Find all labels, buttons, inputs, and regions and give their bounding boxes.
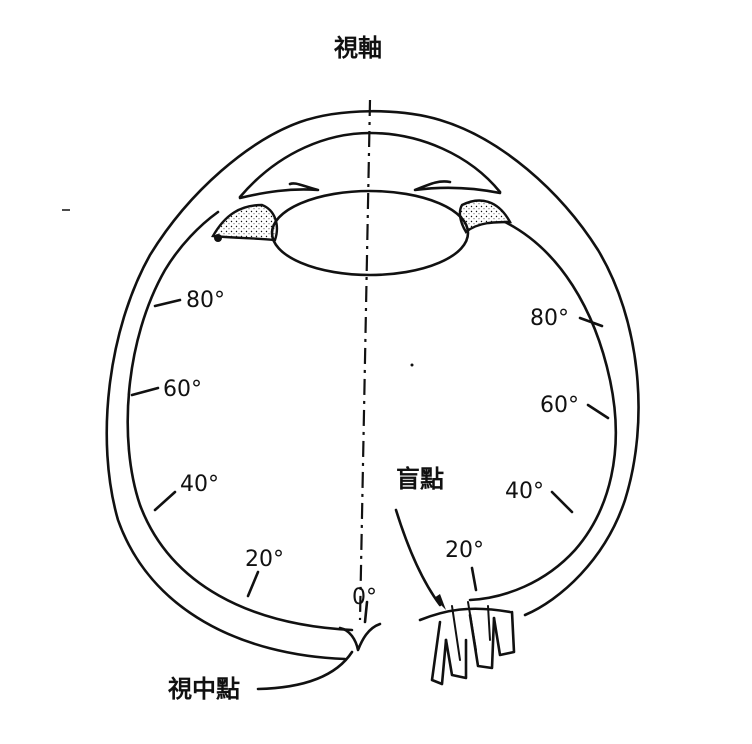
fovea-dip (338, 622, 382, 652)
sclera-outer (105, 109, 640, 661)
speck-2 (410, 363, 414, 367)
degree-label-left-20: 20° (245, 547, 284, 572)
degree-label-left-40: 40° (180, 472, 219, 497)
visual-axis-line (358, 99, 372, 621)
sclera-inner-right (468, 220, 618, 602)
iris-left (238, 182, 320, 200)
sclera-inner (126, 210, 354, 632)
ciliary-body-left (211, 203, 279, 242)
degree-label-right-60: 60° (540, 393, 579, 418)
degree-label-right-40: 40° (505, 479, 544, 504)
lens (270, 189, 470, 277)
visual-axis-label: 視軸 (333, 34, 382, 62)
ciliary-dot (214, 234, 222, 242)
blind-spot-pointer (394, 508, 442, 607)
optic-nerve (418, 601, 516, 686)
iris-right (413, 180, 502, 195)
degree-label-left-60: 60° (163, 377, 202, 402)
degree-label-center-0: 0° (352, 585, 377, 610)
blind-spot-arrowhead (434, 594, 446, 610)
fovea-label: 視中點 (167, 675, 240, 703)
degree-label-right-80: 80° (530, 306, 569, 331)
fovea-pointer (256, 650, 354, 691)
degree-label-right-20: 20° (445, 538, 484, 563)
blind-spot-label: 盲點 (396, 465, 444, 493)
degree-label-left-80: 80° (186, 288, 225, 313)
degree-ticks (130, 298, 610, 624)
